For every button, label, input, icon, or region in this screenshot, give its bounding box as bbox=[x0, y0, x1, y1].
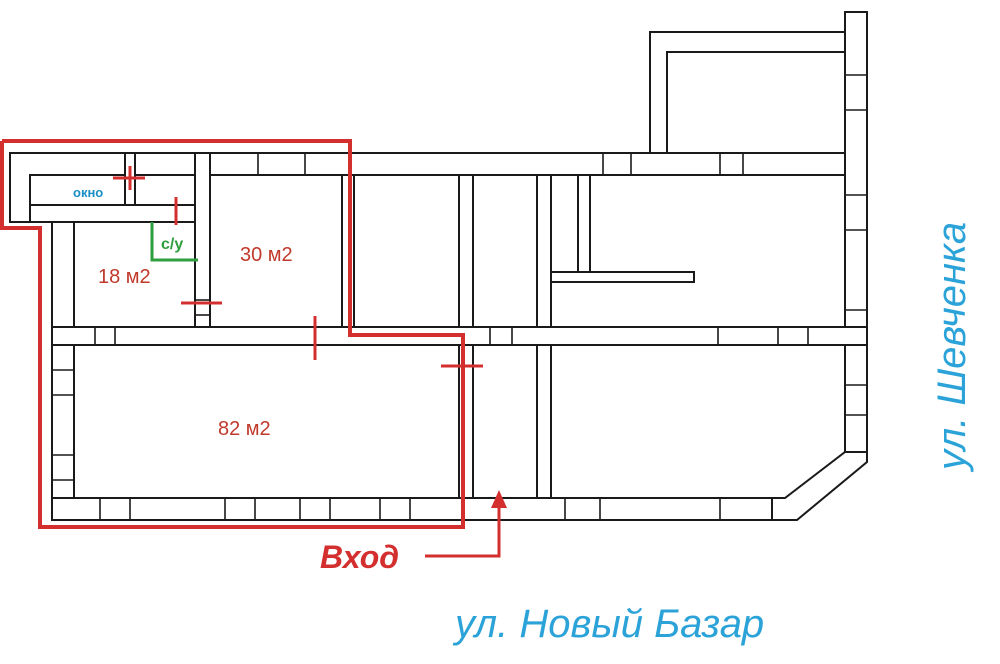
rented-area-outline bbox=[0, 139, 465, 529]
room-area-82: 82 м2 bbox=[218, 418, 271, 440]
annex-wall-top bbox=[649, 31, 846, 154]
entrance-arrow bbox=[425, 490, 507, 558]
room-area-30: 30 м2 bbox=[240, 244, 293, 266]
partition-stub bbox=[550, 271, 695, 283]
room-area-18: 18 м2 bbox=[98, 266, 151, 288]
partition-18-30 bbox=[194, 152, 211, 328]
window-ledge bbox=[29, 204, 196, 223]
wc-outline bbox=[150, 222, 198, 262]
partition-lower-b bbox=[536, 344, 552, 499]
street-label-bottom: ул. Новый Базар bbox=[452, 602, 764, 646]
street-label-right: ул. Шевченка bbox=[930, 222, 974, 473]
partition-a bbox=[458, 174, 474, 328]
partition-c bbox=[577, 174, 591, 276]
building-walls bbox=[9, 11, 868, 521]
wall-seams bbox=[52, 74, 867, 520]
window-label: окно bbox=[73, 185, 103, 200]
corner-wall bbox=[769, 451, 868, 521]
east-wall-upper bbox=[844, 11, 868, 453]
wc-label: с/у bbox=[161, 236, 183, 253]
entrance-label: Вход bbox=[320, 539, 399, 575]
partition-b bbox=[536, 174, 552, 328]
south-wall bbox=[51, 497, 773, 521]
door-markers bbox=[113, 166, 483, 385]
west-wall bbox=[51, 204, 75, 521]
